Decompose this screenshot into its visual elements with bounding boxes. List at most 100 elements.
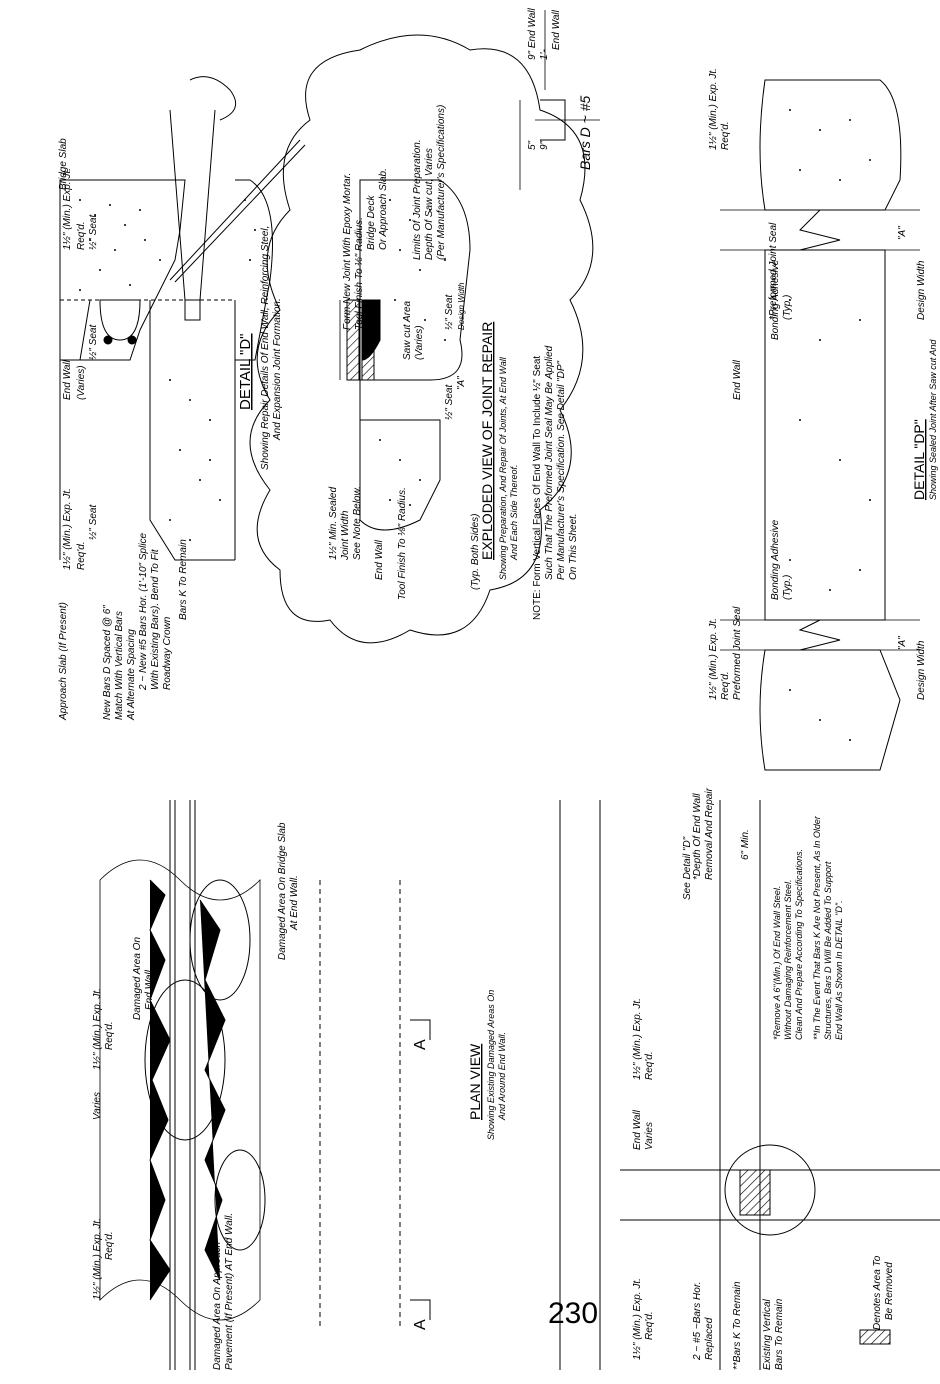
section-reqd-right: Req'd.: [644, 1051, 655, 1080]
exploded-bridge-deck: Bridge Deck: [366, 195, 377, 250]
plan-reqd-left: Req'd.: [104, 1231, 115, 1260]
plan-damaged-approach: Damaged Area On Approach: [212, 1241, 223, 1370]
detail-d-new-bars-d-3: At Alternate Spacing: [126, 629, 137, 721]
exploded-view-labels: Form New Joint With Epoxy Mortar. Tool F…: [328, 105, 519, 600]
exploded-design-width: Design Width: [457, 282, 466, 330]
plan-damaged-end-wall: Damaged Area On: [132, 937, 143, 1020]
section-exp-right: 1½" (Min.) Exp. Jt.: [632, 998, 643, 1080]
section-existing-vertical: Existing Vertical: [762, 1298, 773, 1370]
plan-section-a-top: A: [412, 1039, 429, 1050]
detail-d-varies: (Varies): [76, 365, 87, 400]
section-see-detail: See Detail "D": [682, 836, 693, 900]
section-reqd-left: Req'd.: [644, 1311, 655, 1340]
exploded-a-right: "A": [456, 376, 467, 390]
dp-preformed-mid: *Preformed Joint Seal: [768, 222, 779, 320]
dp-reqd-left: Req'd.: [720, 671, 731, 700]
exploded-title: EXPLODED VIEW OF JOINT REPAIR: [479, 322, 495, 560]
detail-d-exp-jt-right: 1½" (Min.) Exp. Jt.: [62, 168, 73, 250]
bars-d-dim-9-end: 9" End Wall: [527, 7, 538, 60]
plan-at-end-wall: At End Wall.: [289, 875, 300, 931]
dp-exp-jt-left: 1½" (Min.) Exp. Jt.: [708, 618, 719, 700]
detail-d-subtitle-1: Showing Repair Details Of End Wall, Rein…: [260, 226, 271, 470]
section-view-drawing: [559, 800, 940, 1370]
exploded-varies: (Varies): [414, 325, 425, 360]
exploded-seat-right: ½" Seat: [444, 294, 455, 330]
detail-d-labels: 1½" (Min.) Exp. Jt. Req'd. ½" Seat End W…: [58, 138, 283, 721]
dp-a-right: "A": [897, 226, 908, 240]
dp-title: DETAIL "DP": [911, 419, 927, 500]
plan-reqd-right: Req'd.: [104, 1021, 115, 1050]
section-note-5: Structures, Bars D Will Be Added To Supp…: [823, 861, 833, 1040]
detail-d-reqd-right: Req'd.: [76, 221, 87, 250]
section-note-2: Without Damaging Reinforcement Steel.: [783, 880, 793, 1041]
exploded-typ-both: (Typ. Both Sides): [470, 513, 481, 590]
exploded-saw-cut-area: Saw cut Area: [402, 300, 413, 360]
exploded-or-approach: Or Approach Slab.: [378, 168, 389, 250]
exploded-min-sealed: 1½" Min. Sealed: [328, 487, 339, 560]
dp-design-width-left: Design Width: [916, 640, 927, 700]
plan-end-wall: End Wall.: [144, 967, 155, 1010]
detail-d-seat-right: ½" Seat: [88, 214, 99, 250]
section-exp-left: 1½" (Min.) Exp. Jt.: [632, 1278, 643, 1360]
section-view-labels: 1½" (Min.) Exp. Jt. Req'd. End Wall Vari…: [632, 787, 895, 1370]
plan-subtitle-2: And Around End Wall.: [497, 1032, 507, 1121]
plan-view-labels: 1½" (Min.) Exp. Jt. Req'd. Varies 1½" (M…: [92, 822, 507, 1370]
bars-d-label: Bars D ~ #5: [577, 95, 593, 170]
plan-title: PLAN VIEW: [467, 1043, 483, 1120]
section-note-4: **In The Event That Bars K Are Not Prese…: [812, 815, 822, 1040]
dp-a-left: "A": [897, 636, 908, 650]
section-replaced: Replaced: [704, 1317, 715, 1360]
detail-d-subtitle-2: And Expansion Joint Formation.: [272, 298, 283, 441]
note-line-4: On This Sheet.: [568, 513, 579, 580]
dp-preformed-left: Preformed Joint Seal: [732, 606, 743, 700]
bars-d-dim-5: 5": [527, 140, 538, 150]
plan-view-drawing: [99, 800, 431, 1370]
section-depth-end-wall: *Depth Of End Wall: [692, 793, 703, 880]
page-number: 230: [548, 1297, 599, 1330]
plan-damaged-bridge: Damaged Area On Bridge Slab: [277, 822, 288, 960]
plan-subtitle-1: Showing Existing Damaged Areas On: [486, 990, 496, 1140]
dp-design-width-right: Design Width: [916, 260, 927, 320]
plan-section-a-bottom: A: [412, 1319, 429, 1330]
bars-d-drawing: [519, 10, 600, 190]
section-bars-remain: Bars To Remain: [774, 1298, 785, 1370]
exploded-depth-saw: Depth Of Saw cut, Varies: [424, 148, 435, 260]
section-note-6: End Wall As Shown In DETAIL "D".: [834, 900, 844, 1040]
detail-d-new-bars-5-2: With Existing Bars). Bend To Fit: [150, 548, 161, 690]
section-min-6: 6" Min.: [740, 829, 751, 860]
exploded-end-wall: End Wall: [374, 539, 385, 580]
exploded-joint-width: Joint Width: [340, 510, 351, 561]
plan-varies: Varies: [92, 1092, 103, 1120]
detail-d-new-bars-5-1: 2 ~ New #5 Bars Hor. (1'-10" Splice: [138, 532, 149, 691]
dp-typ-left: (Typ.): [782, 575, 793, 600]
exploded-per-mfr: (Per Manufacturer's Specifications): [436, 105, 447, 260]
detail-d-new-bars-5-3: Roadway Crown: [162, 616, 173, 690]
detail-d-bridge-slab: Bridge Slab: [58, 138, 69, 190]
dp-reqd-right: Req'd.: [720, 121, 731, 150]
note-block: NOTE: Form Vertical Faces Of End Wall To…: [532, 345, 579, 620]
exploded-form-new-joint: Form New Joint With Epoxy Mortar.: [342, 173, 353, 330]
exploded-tool-finish-right: Tool Finish To ⅛" Radius.: [354, 217, 365, 330]
exploded-subtitle-2: And Each Side Thereof.: [509, 464, 519, 561]
detail-d-reqd-left: Req'd.: [76, 541, 87, 570]
detail-d-new-bars-d-2: Match With Vertical Bars: [114, 611, 125, 720]
detail-d-bars-k: Bars K To Remain: [178, 539, 189, 620]
section-removal: Removal And Repair: [704, 787, 715, 880]
detail-d-seat-mid: ½" Seat: [88, 324, 99, 360]
plan-exp-left: 1½" (Min.) Exp. Jt.: [92, 1218, 103, 1300]
section-bars-k: **Bars K To Remain: [732, 1281, 743, 1370]
note-line-2: Such That The Preformed Joint Seal May B…: [544, 345, 555, 580]
detail-d-seat-left: ½" Seat: [88, 504, 99, 540]
section-end-wall: End Wall: [632, 1109, 643, 1150]
dp-end-wall: End Wall: [732, 359, 743, 400]
bars-d-dim-9: 9": [539, 140, 550, 150]
dp-bonding-left: Bonding Adhesive: [770, 519, 781, 600]
section-be-removed: Be Removed: [884, 1262, 895, 1320]
exploded-subtitle-1: Showing Preparation, And Repair Of Joint…: [498, 356, 508, 580]
section-denotes: Denotes Area To: [872, 1255, 883, 1330]
detail-d-drawing: [59, 76, 306, 561]
detail-dp-labels: 1½" (Min.) Exp. Jt. Req'd. Preformed Joi…: [708, 68, 938, 700]
bars-d-labels: 5" 9" 9" End Wall 1'- End Wall Bars D ~ …: [527, 7, 593, 170]
